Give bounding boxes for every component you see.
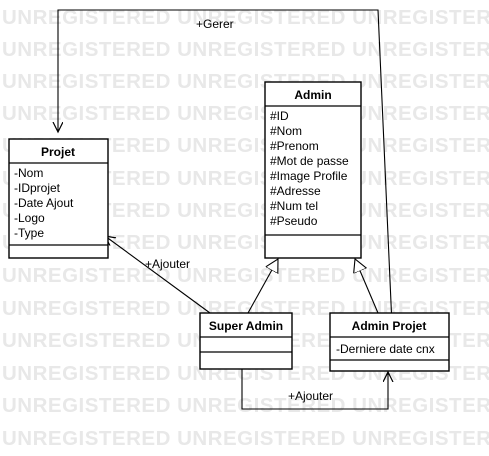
class-attribute: #Prenom [270, 139, 319, 153]
watermark-text: UNREGISTERED UNREGISTERED UNREGISTERED [2, 394, 489, 417]
class-admin-name: Admin [294, 88, 331, 102]
watermark-text: UNREGISTERED UNREGISTERED UNREGISTERED [2, 231, 489, 254]
inheritance-admin-projet [355, 259, 379, 314]
watermark-text: UNREGISTERED UNREGISTERED UNREGISTERED [2, 264, 489, 287]
class-attribute: -Logo [14, 211, 45, 225]
class-projet-frame [8, 138, 109, 259]
watermark-text: UNREGISTERED UNREGISTERED UNREGISTERED [2, 70, 489, 93]
class-projet-name: Projet [41, 145, 75, 159]
class-attribute: -IDprojet [14, 181, 61, 195]
class-attribute: #ID [270, 109, 289, 123]
class-super-admin-name: Super Admin [209, 319, 283, 333]
watermark-text: UNREGISTERED UNREGISTERED UNREGISTERED [2, 134, 489, 157]
admin-projet-generalization-line [355, 259, 379, 314]
class-attribute: #Image Profile [270, 169, 348, 183]
ajouter-projet-label: +Ajouter [145, 257, 190, 271]
gerer-association-line [58, 9, 394, 349]
watermark-text: UNREGISTERED UNREGISTERED UNREGISTERED [2, 102, 489, 125]
class-attribute: #Adresse [270, 184, 321, 198]
class-attribute: #Mot de passe [270, 154, 349, 168]
class-admin-projet-name: Admin Projet [352, 319, 427, 333]
relation-super-admin-ajouter-projet: +Ajouter [105, 236, 211, 314]
ajouter-admin-association-line [241, 369, 388, 410]
inheritance-super-admin [247, 259, 278, 314]
super-admin-generalization-line [247, 259, 278, 314]
class-super-admin-frame [199, 312, 293, 370]
class-attribute: -Type [14, 226, 44, 240]
class-attribute: -Date Ajout [14, 196, 74, 210]
ajouter-projet-association-line [105, 236, 211, 314]
ajouter-admin-label: +Ajouter [288, 389, 333, 403]
class-admin[interactable]: Admin #ID#Nom#Prenom#Mot de passe#Image … [264, 81, 362, 259]
class-projet[interactable]: Projet -Nom-IDprojet-Date Ajout-Logo-Typ… [8, 138, 109, 259]
class-attribute: #Num tel [270, 199, 318, 213]
watermark-text: UNREGISTERED UNREGISTERED UNREGISTERED [2, 6, 489, 29]
watermark-text: UNREGISTERED UNREGISTERED UNREGISTERED [2, 38, 489, 61]
class-admin-projet-frame [329, 312, 450, 372]
class-attribute: #Pseudo [270, 214, 318, 228]
watermark-text: UNREGISTERED UNREGISTERED UNREGISTERED [2, 199, 489, 222]
class-admin-projet-attributes: -Derniere date cnx [336, 342, 435, 356]
relation-gerer: +Gerer [58, 9, 394, 349]
gerer-label: +Gerer [196, 17, 234, 31]
class-attribute: #Nom [270, 124, 302, 138]
class-admin-attributes: #ID#Nom#Prenom#Mot de passe#Image Profil… [270, 109, 349, 228]
class-admin-projet[interactable]: Admin Projet -Derniere date cnx [329, 312, 450, 372]
class-super-admin[interactable]: Super Admin [199, 312, 293, 370]
class-projet-attributes: -Nom-IDprojet-Date Ajout-Logo-Type [14, 166, 74, 240]
class-attribute: -Nom [14, 166, 43, 180]
class-attribute: -Derniere date cnx [336, 342, 435, 356]
watermark-text: UNREGISTERED UNREGISTERED UNREGISTERED [2, 167, 489, 190]
watermark-text: UNREGISTERED UNREGISTERED UNREGISTERED [2, 427, 489, 450]
relation-super-admin-ajouter-admin-projet: +Ajouter [241, 369, 388, 410]
class-admin-frame [264, 81, 362, 259]
